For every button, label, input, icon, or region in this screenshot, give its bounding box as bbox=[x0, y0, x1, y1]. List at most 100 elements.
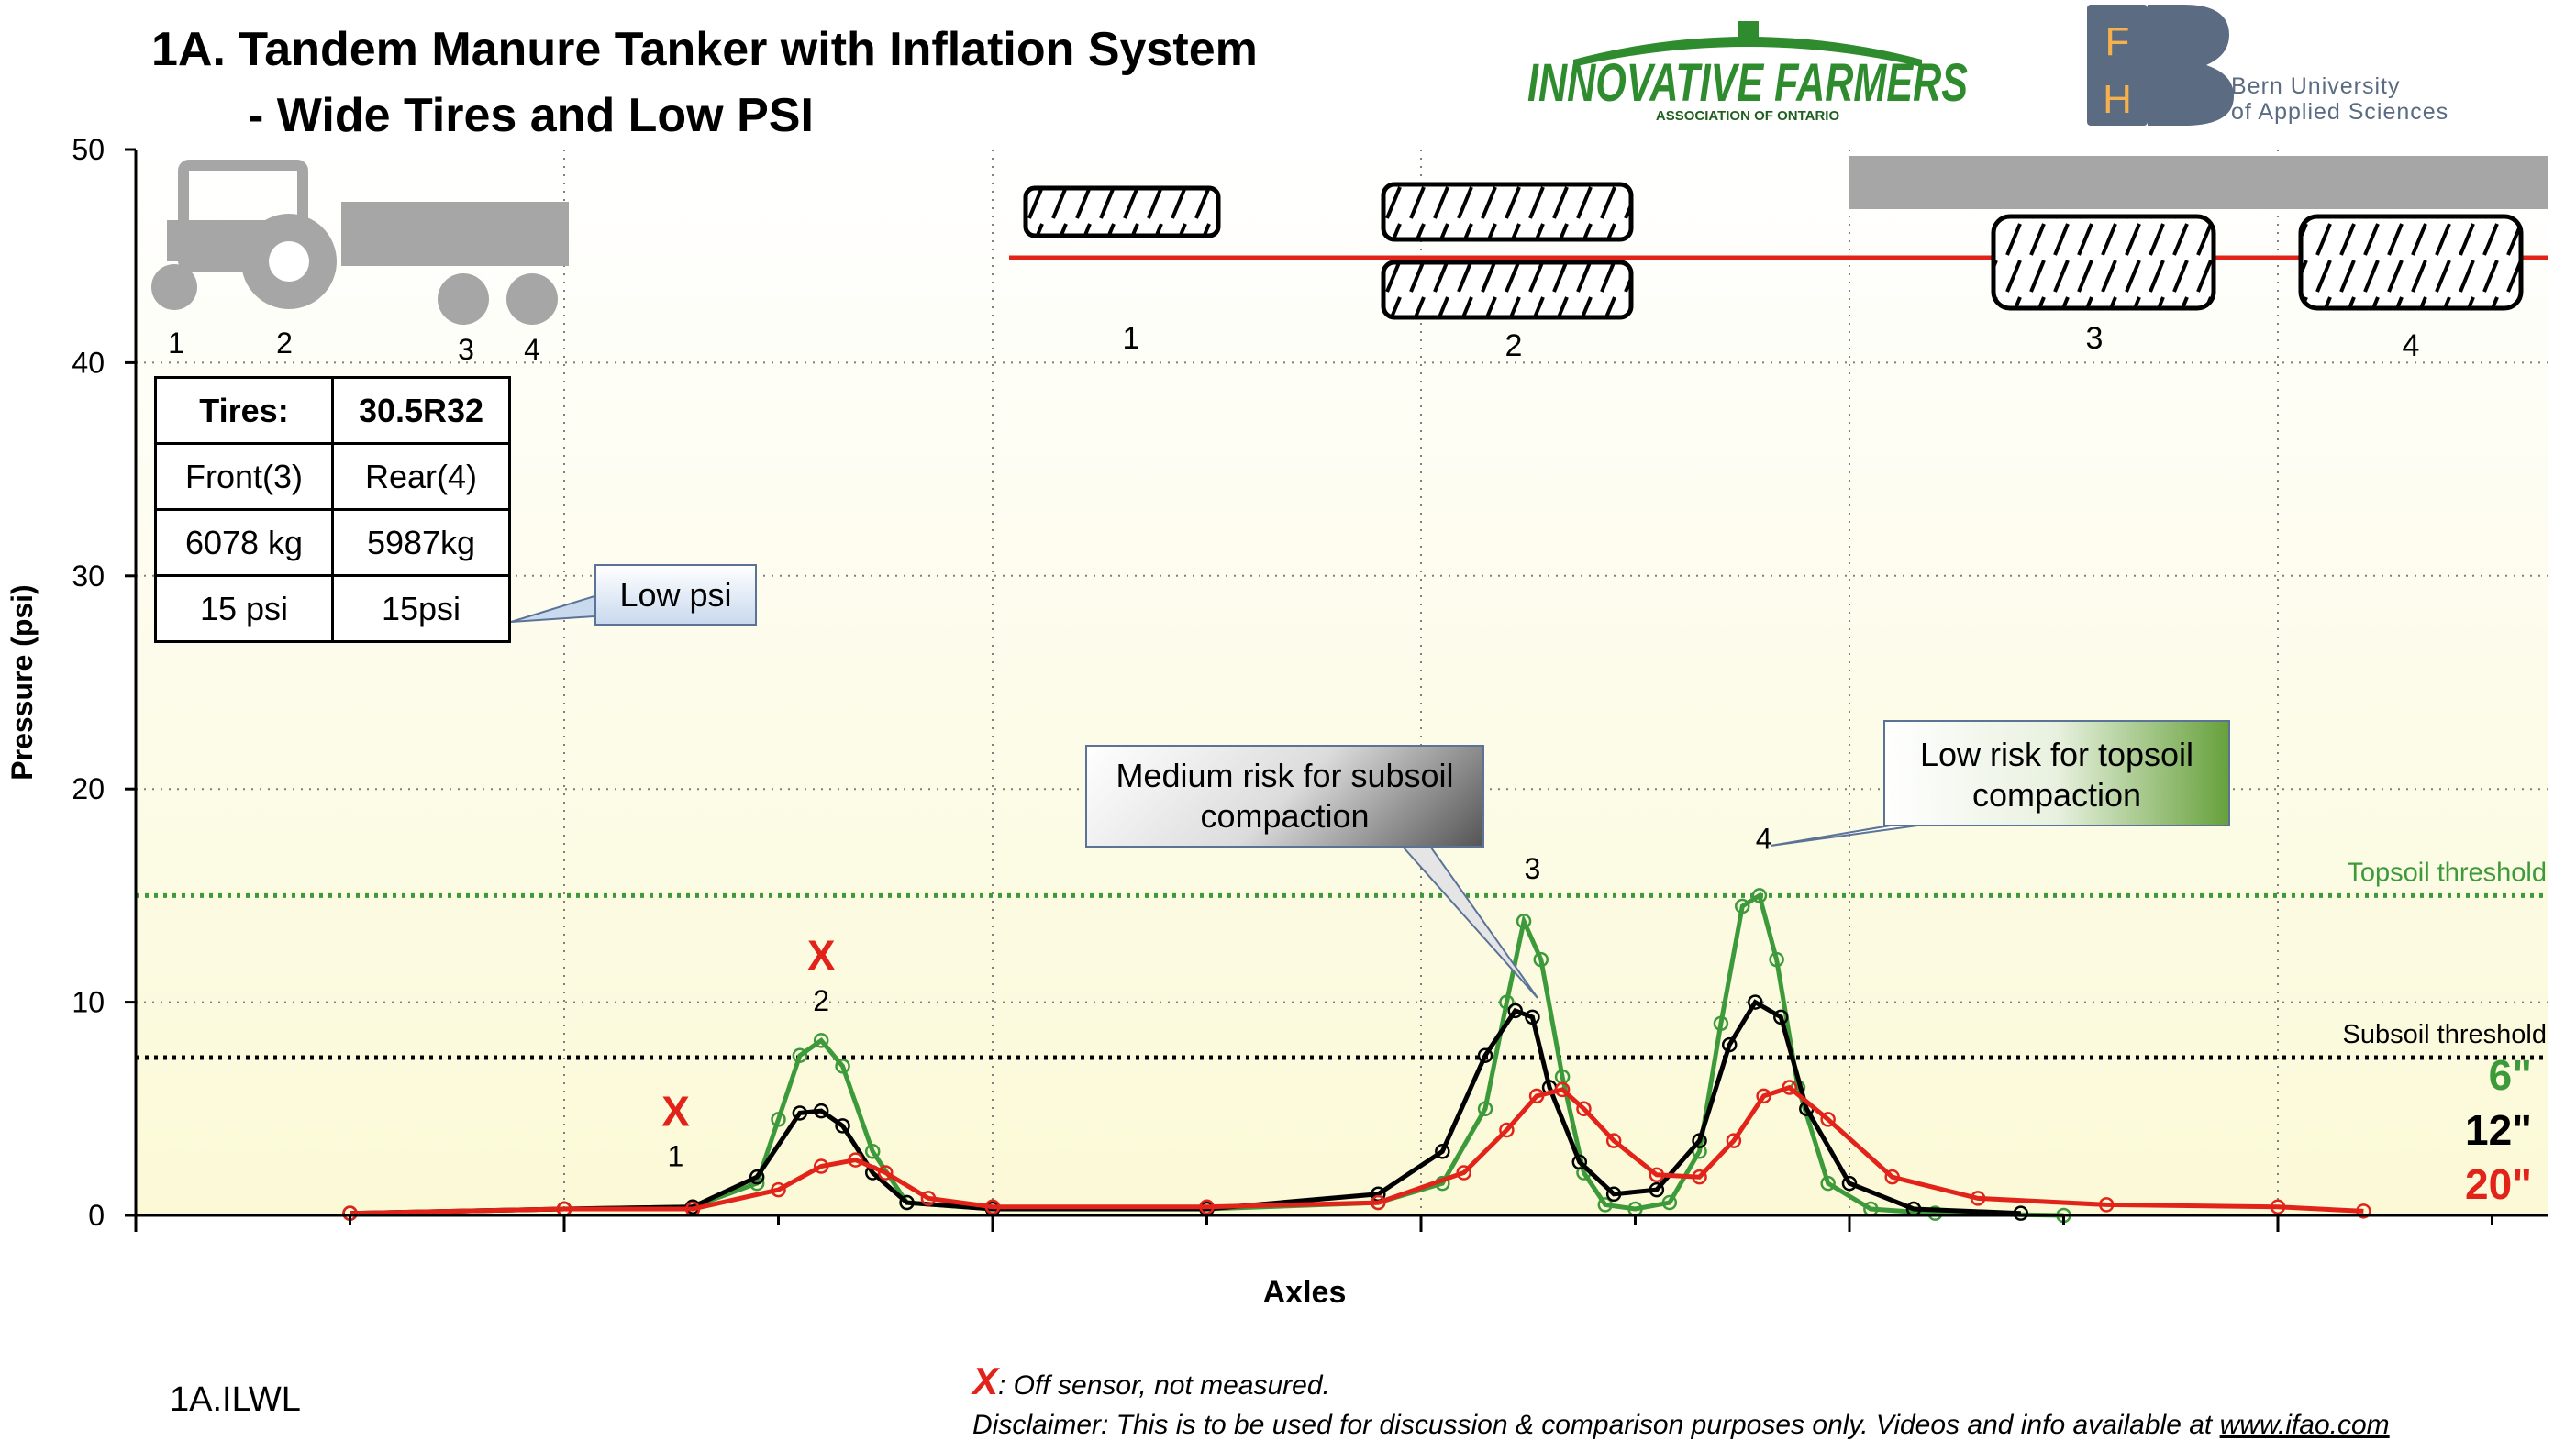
bfh-logo-b bbox=[2148, 5, 2234, 126]
off-sensor-text: : Off sensor, not measured. bbox=[998, 1370, 1330, 1401]
y-tick-label: 10 bbox=[72, 986, 105, 1019]
axle-diagram bbox=[1009, 156, 2548, 320]
data-point bbox=[2270, 1199, 2286, 1214]
data-point bbox=[1576, 1101, 1592, 1117]
axle-label: X bbox=[807, 932, 836, 980]
table-cell: 5987kg bbox=[331, 508, 511, 577]
data-point bbox=[1661, 1194, 1678, 1211]
tire-icon-4 bbox=[2298, 214, 2524, 311]
bfh-logo-h: H bbox=[2103, 77, 2132, 122]
y-tick-label: 0 bbox=[88, 1199, 105, 1232]
axle-label: X bbox=[661, 1087, 690, 1135]
data-point bbox=[1769, 951, 1784, 968]
data-point bbox=[1499, 1122, 1515, 1138]
data-point bbox=[792, 1105, 808, 1121]
data-point bbox=[878, 1165, 894, 1181]
ifao-link[interactable]: www.ifao.com bbox=[2219, 1410, 2390, 1440]
data-point bbox=[1525, 1009, 1540, 1025]
data-point bbox=[920, 1191, 937, 1206]
data-point bbox=[1571, 1154, 1588, 1170]
data-point bbox=[1477, 1047, 1493, 1063]
data-point bbox=[1649, 1167, 1665, 1183]
data-point bbox=[1721, 1036, 1738, 1053]
data-point bbox=[1371, 1194, 1386, 1211]
diagram-axle-number: 2 bbox=[1505, 328, 1523, 363]
table-cell: 15 psi bbox=[154, 574, 334, 643]
bfh-logo-letter-b: B bbox=[2186, 80, 2193, 90]
ifao-logo-sub: ASSOCIATION OF ONTARIO bbox=[1656, 108, 1840, 124]
off-sensor-note: X: Off sensor, not measured. bbox=[972, 1359, 1330, 1403]
diagram-axle-number: 4 bbox=[2403, 328, 2420, 363]
low-risk-line-1: Low risk for topsoil bbox=[1919, 736, 2194, 773]
data-point bbox=[2098, 1197, 2115, 1213]
data-point bbox=[1554, 1081, 1571, 1098]
table-cell: 6078 kg bbox=[154, 508, 334, 577]
data-point bbox=[1748, 994, 1763, 1010]
data-point bbox=[1528, 1088, 1545, 1104]
axle-label: 2 bbox=[813, 984, 829, 1017]
data-point bbox=[1726, 1133, 1742, 1148]
data-point bbox=[1605, 1133, 1622, 1148]
tractor-axle-number: 4 bbox=[524, 333, 540, 366]
data-point bbox=[813, 1103, 829, 1119]
low-psi-callout: Low psi bbox=[594, 564, 757, 626]
data-point bbox=[1820, 1112, 1836, 1127]
table-row: 15 psi 15psi bbox=[154, 574, 511, 643]
data-point bbox=[792, 1047, 808, 1063]
table-cell: 15psi bbox=[331, 574, 511, 643]
y-axis-label: Pressure (psi) bbox=[6, 584, 39, 780]
data-point bbox=[1820, 1175, 1836, 1192]
threshold-label: Topsoil threshold bbox=[2347, 858, 2547, 887]
bern-line-2: of Applied Sciences bbox=[2231, 99, 2449, 125]
tractor-axle-number: 1 bbox=[168, 327, 184, 360]
y-tick-label: 40 bbox=[72, 346, 105, 379]
table-cell: Front(3) bbox=[154, 442, 334, 511]
data-point bbox=[2356, 1203, 2371, 1219]
x-axis-label: Axles bbox=[1263, 1275, 1347, 1310]
legend-entry: 20" bbox=[2465, 1160, 2532, 1208]
tires-table: Tires: 30.5R32 Front(3) Rear(4) 6078 kg … bbox=[154, 376, 511, 643]
bern-line-1: Bern University bbox=[2231, 73, 2401, 99]
tires-table-header: Tires: 30.5R32 bbox=[154, 376, 511, 445]
medium-risk-callout: Medium risk for subsoil compaction bbox=[1085, 745, 1484, 848]
tanker-top-bar bbox=[1849, 156, 2548, 209]
data-point bbox=[1477, 1101, 1493, 1117]
legend-entry: 6" bbox=[2489, 1051, 2532, 1099]
data-point bbox=[813, 1158, 829, 1174]
data-point bbox=[835, 1059, 850, 1074]
page-title: 1A. Tandem Manure Tanker with Inflation … bbox=[151, 17, 1258, 149]
data-point bbox=[1507, 1003, 1523, 1019]
data-point bbox=[899, 1194, 915, 1211]
data-point bbox=[2013, 1205, 2029, 1221]
low-risk-line-2: compaction bbox=[1971, 776, 2142, 814]
data-point bbox=[1199, 1199, 1215, 1214]
bfh-logo: F H B bbox=[2087, 5, 2234, 126]
title-line-1: 1A. Tandem Manure Tanker with Inflation … bbox=[151, 23, 1258, 76]
data-point bbox=[771, 1112, 786, 1127]
tanker-wheel-3 bbox=[438, 273, 489, 325]
y-tick-label: 20 bbox=[72, 772, 105, 805]
y-tick-label: 30 bbox=[72, 560, 105, 593]
off-sensor-x-mark: X bbox=[972, 1359, 999, 1402]
data-point bbox=[771, 1181, 786, 1198]
data-point bbox=[1692, 1169, 1707, 1185]
data-point bbox=[984, 1199, 1001, 1214]
legend-entry: 12" bbox=[2465, 1106, 2532, 1154]
data-point bbox=[1782, 1080, 1797, 1095]
bern-university-text: Bern University of Applied Sciences bbox=[2231, 73, 2448, 125]
low-risk-callout: Low risk for topsoil compaction bbox=[1883, 720, 2230, 826]
plot-background bbox=[136, 150, 2548, 1215]
data-point bbox=[1605, 1186, 1622, 1203]
tires-header-label: Tires: bbox=[154, 376, 334, 445]
tractor-diagram bbox=[151, 160, 569, 325]
data-point bbox=[1499, 994, 1515, 1010]
table-row: Front(3) Rear(4) bbox=[154, 442, 511, 511]
tractor-rear-hub bbox=[269, 241, 309, 282]
data-point bbox=[1927, 1205, 1943, 1221]
bfh-logo-f: F bbox=[2105, 19, 2130, 64]
axle-label: 1 bbox=[668, 1140, 684, 1173]
